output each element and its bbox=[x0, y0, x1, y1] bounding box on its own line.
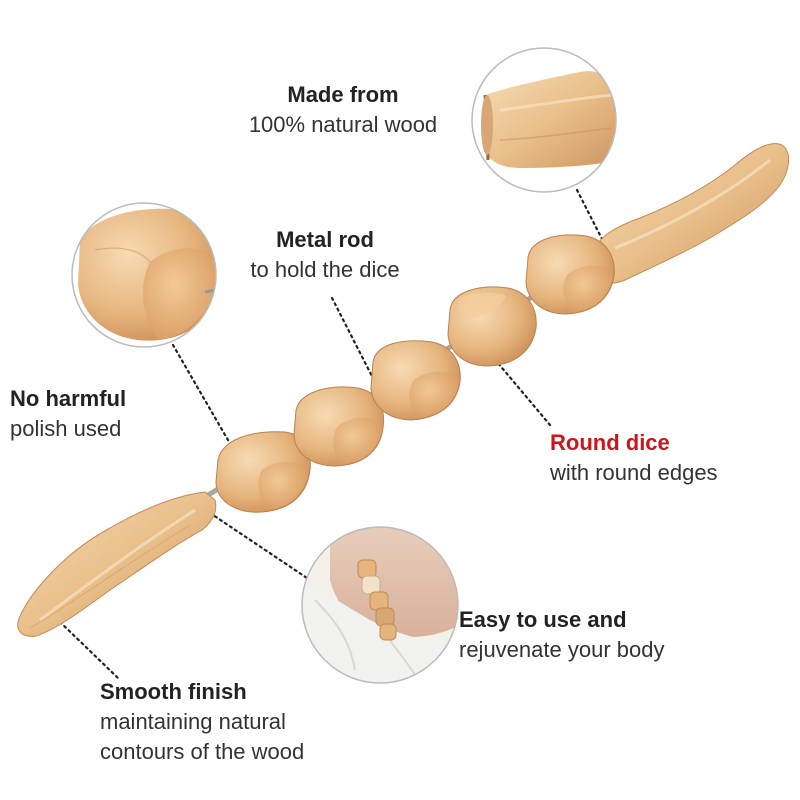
callout-easy-to-use: Easy to use and rejuvenate your body bbox=[459, 605, 664, 665]
callout-no-harmful: No harmful polish used bbox=[10, 384, 126, 444]
callout-subtitle: with round edges bbox=[550, 460, 718, 485]
zoom-circle-dice bbox=[71, 202, 217, 348]
zoom-circle-border bbox=[71, 202, 217, 348]
callout-subtitle: polish used bbox=[10, 416, 122, 441]
massage-roller-tool bbox=[17, 143, 789, 637]
callout-title: Made from bbox=[287, 82, 399, 107]
leader-lines bbox=[58, 188, 605, 682]
callout-subtitle-line-1: maintaining natural bbox=[100, 709, 286, 734]
dice-4 bbox=[447, 286, 537, 367]
callout-title: Round dice bbox=[550, 430, 670, 455]
leader-metal-rod bbox=[330, 296, 380, 390]
zoom-circle-border bbox=[301, 526, 459, 684]
callout-metal-rod: Metal rod to hold the dice bbox=[230, 225, 420, 285]
callout-subtitle: to hold the dice bbox=[250, 257, 400, 282]
callout-smooth-finish: Smooth finish maintaining natural contou… bbox=[100, 677, 304, 767]
zoom-circle-border bbox=[471, 47, 617, 193]
callout-title: Easy to use and bbox=[459, 607, 627, 632]
leader-no-harmful bbox=[171, 343, 234, 449]
callout-made-from: Made from 100% natural wood bbox=[228, 80, 458, 140]
callout-subtitle: 100% natural wood bbox=[248, 112, 438, 137]
callout-title: Smooth finish bbox=[100, 679, 247, 704]
leader-smooth-finish bbox=[58, 620, 122, 682]
dice-3 bbox=[370, 340, 461, 421]
dice-2 bbox=[293, 386, 385, 467]
zoom-circle-wood bbox=[471, 47, 617, 193]
dice-5 bbox=[525, 234, 615, 315]
bottom-handle bbox=[17, 491, 217, 637]
leader-round-dice bbox=[485, 348, 552, 427]
callout-subtitle: rejuvenate your body bbox=[459, 637, 665, 662]
callout-title: No harmful bbox=[10, 386, 127, 411]
top-handle bbox=[595, 143, 789, 284]
leader-easy-to-use bbox=[208, 511, 312, 582]
leader-made-from bbox=[575, 188, 605, 243]
callout-round-dice: Round dice with round edges bbox=[550, 428, 718, 488]
dice-1 bbox=[215, 431, 311, 513]
callout-subtitle-line-2: contours of the wood bbox=[100, 739, 305, 764]
zoom-circle-usage bbox=[301, 526, 459, 684]
callout-title: Metal rod bbox=[276, 227, 374, 252]
